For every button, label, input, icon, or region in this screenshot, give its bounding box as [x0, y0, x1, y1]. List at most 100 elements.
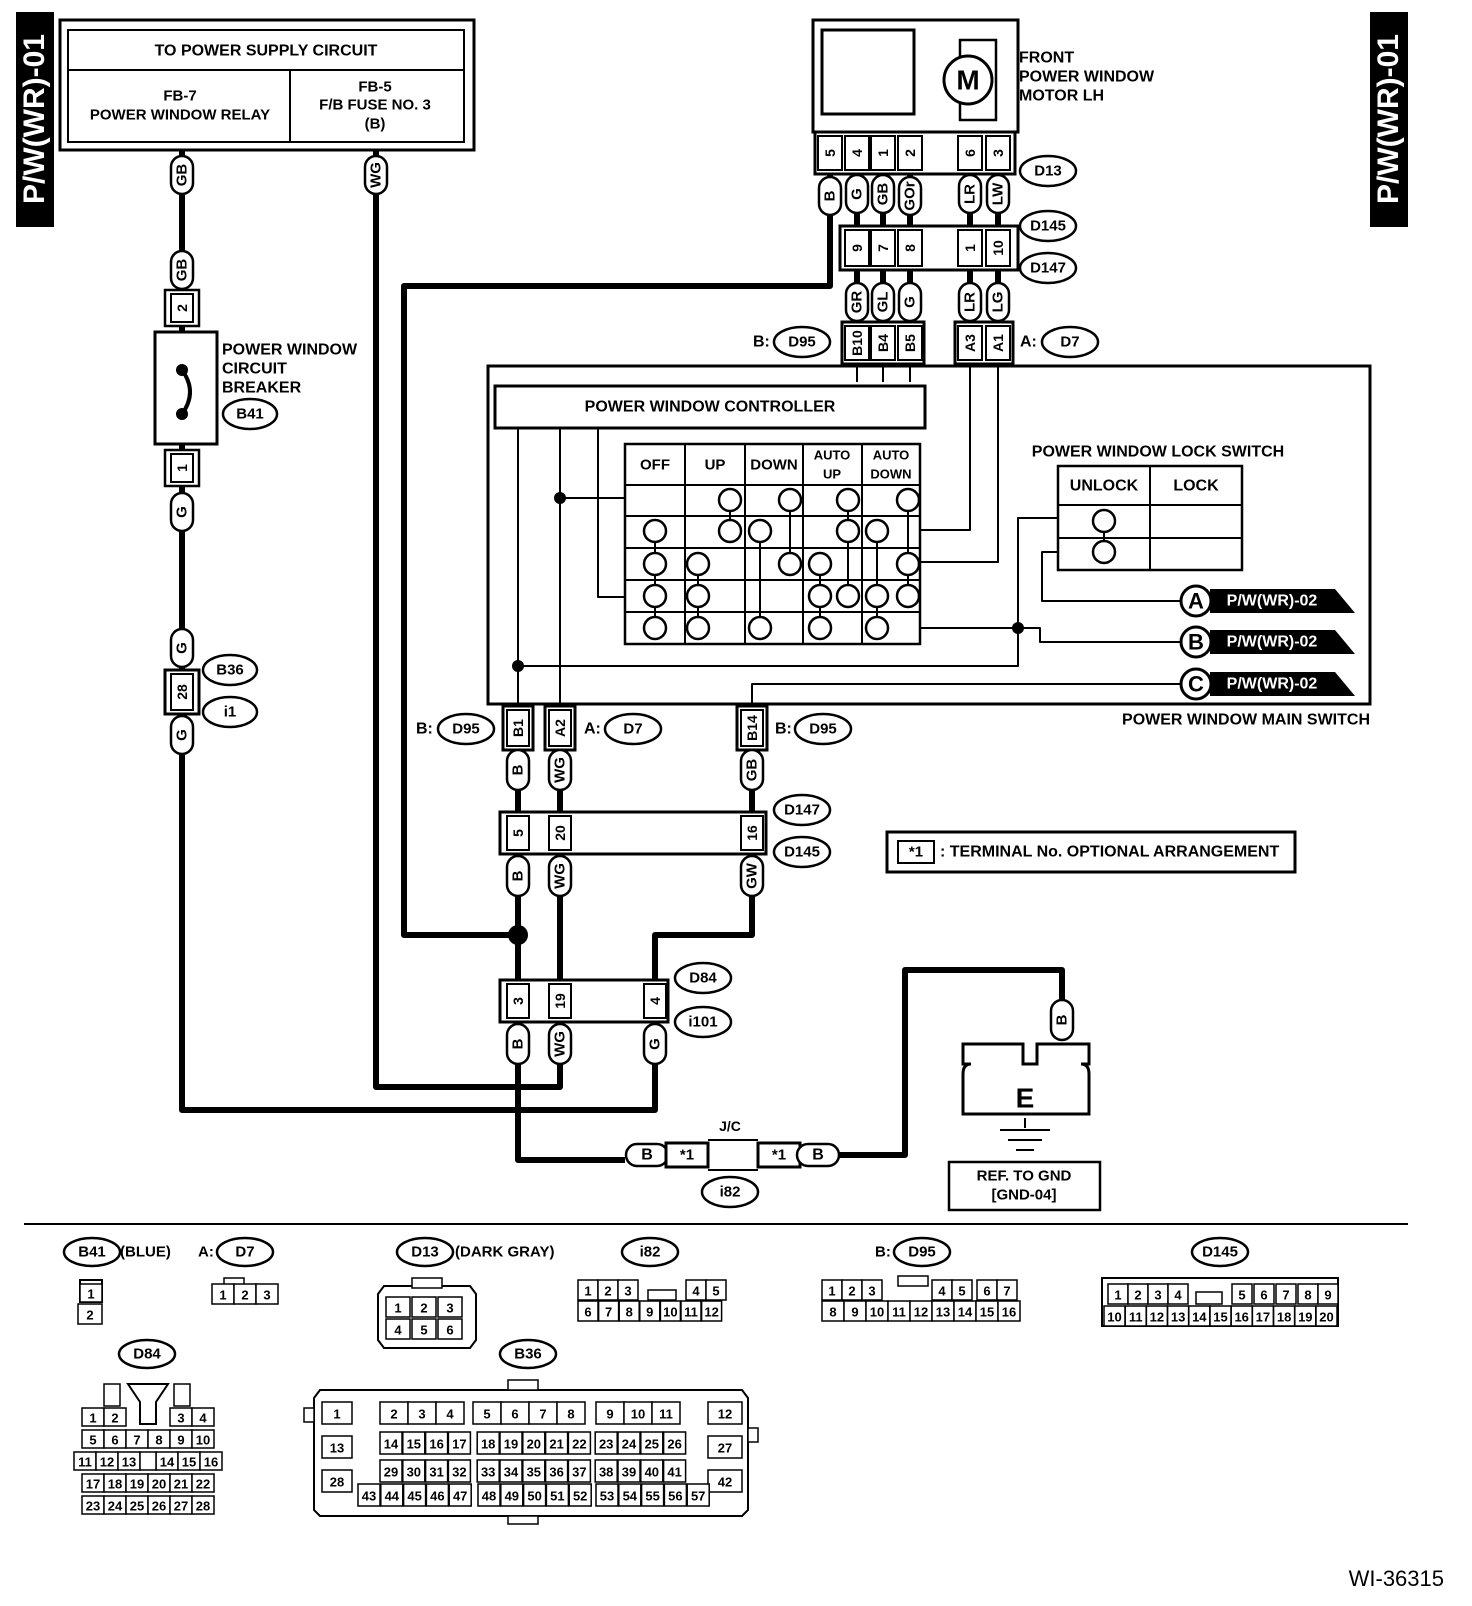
legend-pin-number: 1 [1114, 1288, 1121, 1303]
wire-A1 [920, 364, 999, 563]
legend-pin-number: 26 [152, 1499, 166, 1514]
note-mark-box [897, 840, 935, 864]
motor-m: M [956, 65, 979, 96]
lock-col: LOCK [1173, 478, 1219, 495]
wire-color-label: B [822, 190, 839, 201]
legend-pin-number: 4 [199, 1411, 207, 1426]
legend-pin-number: 11 [892, 1305, 906, 1320]
reference-letter-circle [1179, 625, 1213, 659]
connector-id: D7 [623, 721, 642, 738]
switch-contact [642, 551, 668, 577]
legend-pin [707, 1401, 743, 1425]
legend-connector-tag [215, 1236, 275, 1268]
legend-pin [997, 1300, 1021, 1322]
legend-pin [79, 1283, 103, 1303]
reference-arrow [1210, 672, 1355, 696]
power-window-controller [493, 384, 927, 430]
connector-tag-D84 [673, 961, 733, 995]
legend-pin [191, 1407, 215, 1427]
connector-prefix: B: [416, 721, 433, 738]
wire-label [897, 281, 923, 323]
legend-pin-number: 9 [1324, 1288, 1331, 1303]
legend-pin-number: 3 [1154, 1288, 1161, 1303]
wire-ref-A [1041, 551, 1180, 602]
pin-number: 8 [902, 244, 918, 252]
switch-contact [777, 551, 803, 577]
connector-tag-i101 [673, 1005, 733, 1039]
pin-number: A3 [962, 334, 978, 352]
legend-pin-number: 9 [606, 1407, 613, 1422]
wire-color-label: G [849, 188, 866, 200]
pin-number: 20 [552, 825, 568, 841]
legend-pin [448, 1483, 472, 1507]
reference-letter: A [1188, 589, 1204, 614]
motor-symbol [942, 54, 994, 106]
pin-number: B5 [902, 334, 918, 352]
legend-pin-number: 5 [958, 1284, 965, 1299]
legend-pin-number: 12 [1150, 1310, 1164, 1325]
motor-body [820, 28, 916, 116]
connector-id: i82 [720, 1184, 741, 1201]
switch-contact [685, 615, 711, 641]
reference-letter: B [1188, 630, 1204, 655]
switch-contact [1091, 508, 1117, 534]
legend-pin-number: 2 [390, 1407, 397, 1422]
pin-number: 2 [174, 304, 190, 312]
relay-name: POWER WINDOW RELAY [90, 107, 270, 124]
document-id: WI-36315 [1348, 1566, 1444, 1591]
wire [518, 517, 1058, 667]
wire-color-label: G [174, 729, 191, 741]
legend-pin [191, 1473, 215, 1493]
legend-pin [617, 1279, 639, 1301]
legend-pin-number: 19 [1298, 1310, 1312, 1325]
legend-pin-number: 27 [718, 1441, 732, 1456]
pin-cell [506, 983, 530, 1019]
power-supply-inner [67, 29, 465, 143]
legend-pin [321, 1469, 353, 1493]
legend-pin-number: 13 [122, 1455, 136, 1470]
legend-pin-number: 31 [429, 1465, 443, 1480]
legend-pin-number: 5 [712, 1284, 719, 1299]
legend-pin [1167, 1283, 1189, 1305]
wire-color-label: B [510, 870, 527, 881]
legend-pin [640, 1483, 665, 1507]
legend-pin [617, 1431, 641, 1455]
legend-pin-number: 8 [829, 1305, 836, 1320]
pin-cell [170, 453, 194, 483]
legend-pin-number: 1 [828, 1284, 835, 1299]
pin-cell [985, 325, 1011, 361]
switch-contact [864, 583, 890, 609]
wire-label [642, 1022, 668, 1066]
legend-pin [617, 1459, 641, 1483]
legend-pin-number: 35 [527, 1465, 541, 1480]
fuse-name: F/B FUSE NO. 3 [319, 97, 431, 114]
legend-pin-number: 23 [599, 1437, 613, 1452]
legend-pin [544, 1459, 569, 1483]
legend-pin-number: 13 [330, 1441, 344, 1456]
note-text: : TERMINAL No. OPTIONAL ARRANGEMENT [940, 844, 1279, 861]
legend-connector-id: D84 [133, 1346, 161, 1363]
legend-pin-number: 5 [483, 1407, 490, 1422]
pin-cell [985, 135, 1011, 171]
legend-pin-number: 46 [430, 1489, 444, 1504]
legend-pin-number: 16 [204, 1455, 218, 1470]
legend-key [507, 1515, 539, 1525]
legend-pin [522, 1483, 547, 1507]
legend-pin-number: 14 [160, 1455, 175, 1470]
wire-GB-GW [652, 772, 755, 980]
legend-pin-number: 9 [646, 1305, 653, 1320]
pin-number: 5 [822, 149, 838, 157]
reference-text: P/W(WR)-02 [1227, 593, 1318, 610]
legend-pin-number: 34 [504, 1465, 519, 1480]
legend-connector-id: i82 [640, 1244, 661, 1261]
connector-id: i1 [224, 704, 237, 721]
switch-contact [807, 583, 833, 609]
legend-pin [447, 1431, 472, 1455]
connector-tag-D147 [772, 793, 832, 827]
pin-cell [870, 325, 896, 361]
switch-contact [717, 487, 743, 513]
switch-col: AUTO [814, 448, 851, 463]
wire-ref-C [751, 683, 1180, 706]
ground-ref: [GND-04] [991, 1187, 1056, 1204]
legend-pin-number: 6 [983, 1284, 990, 1299]
